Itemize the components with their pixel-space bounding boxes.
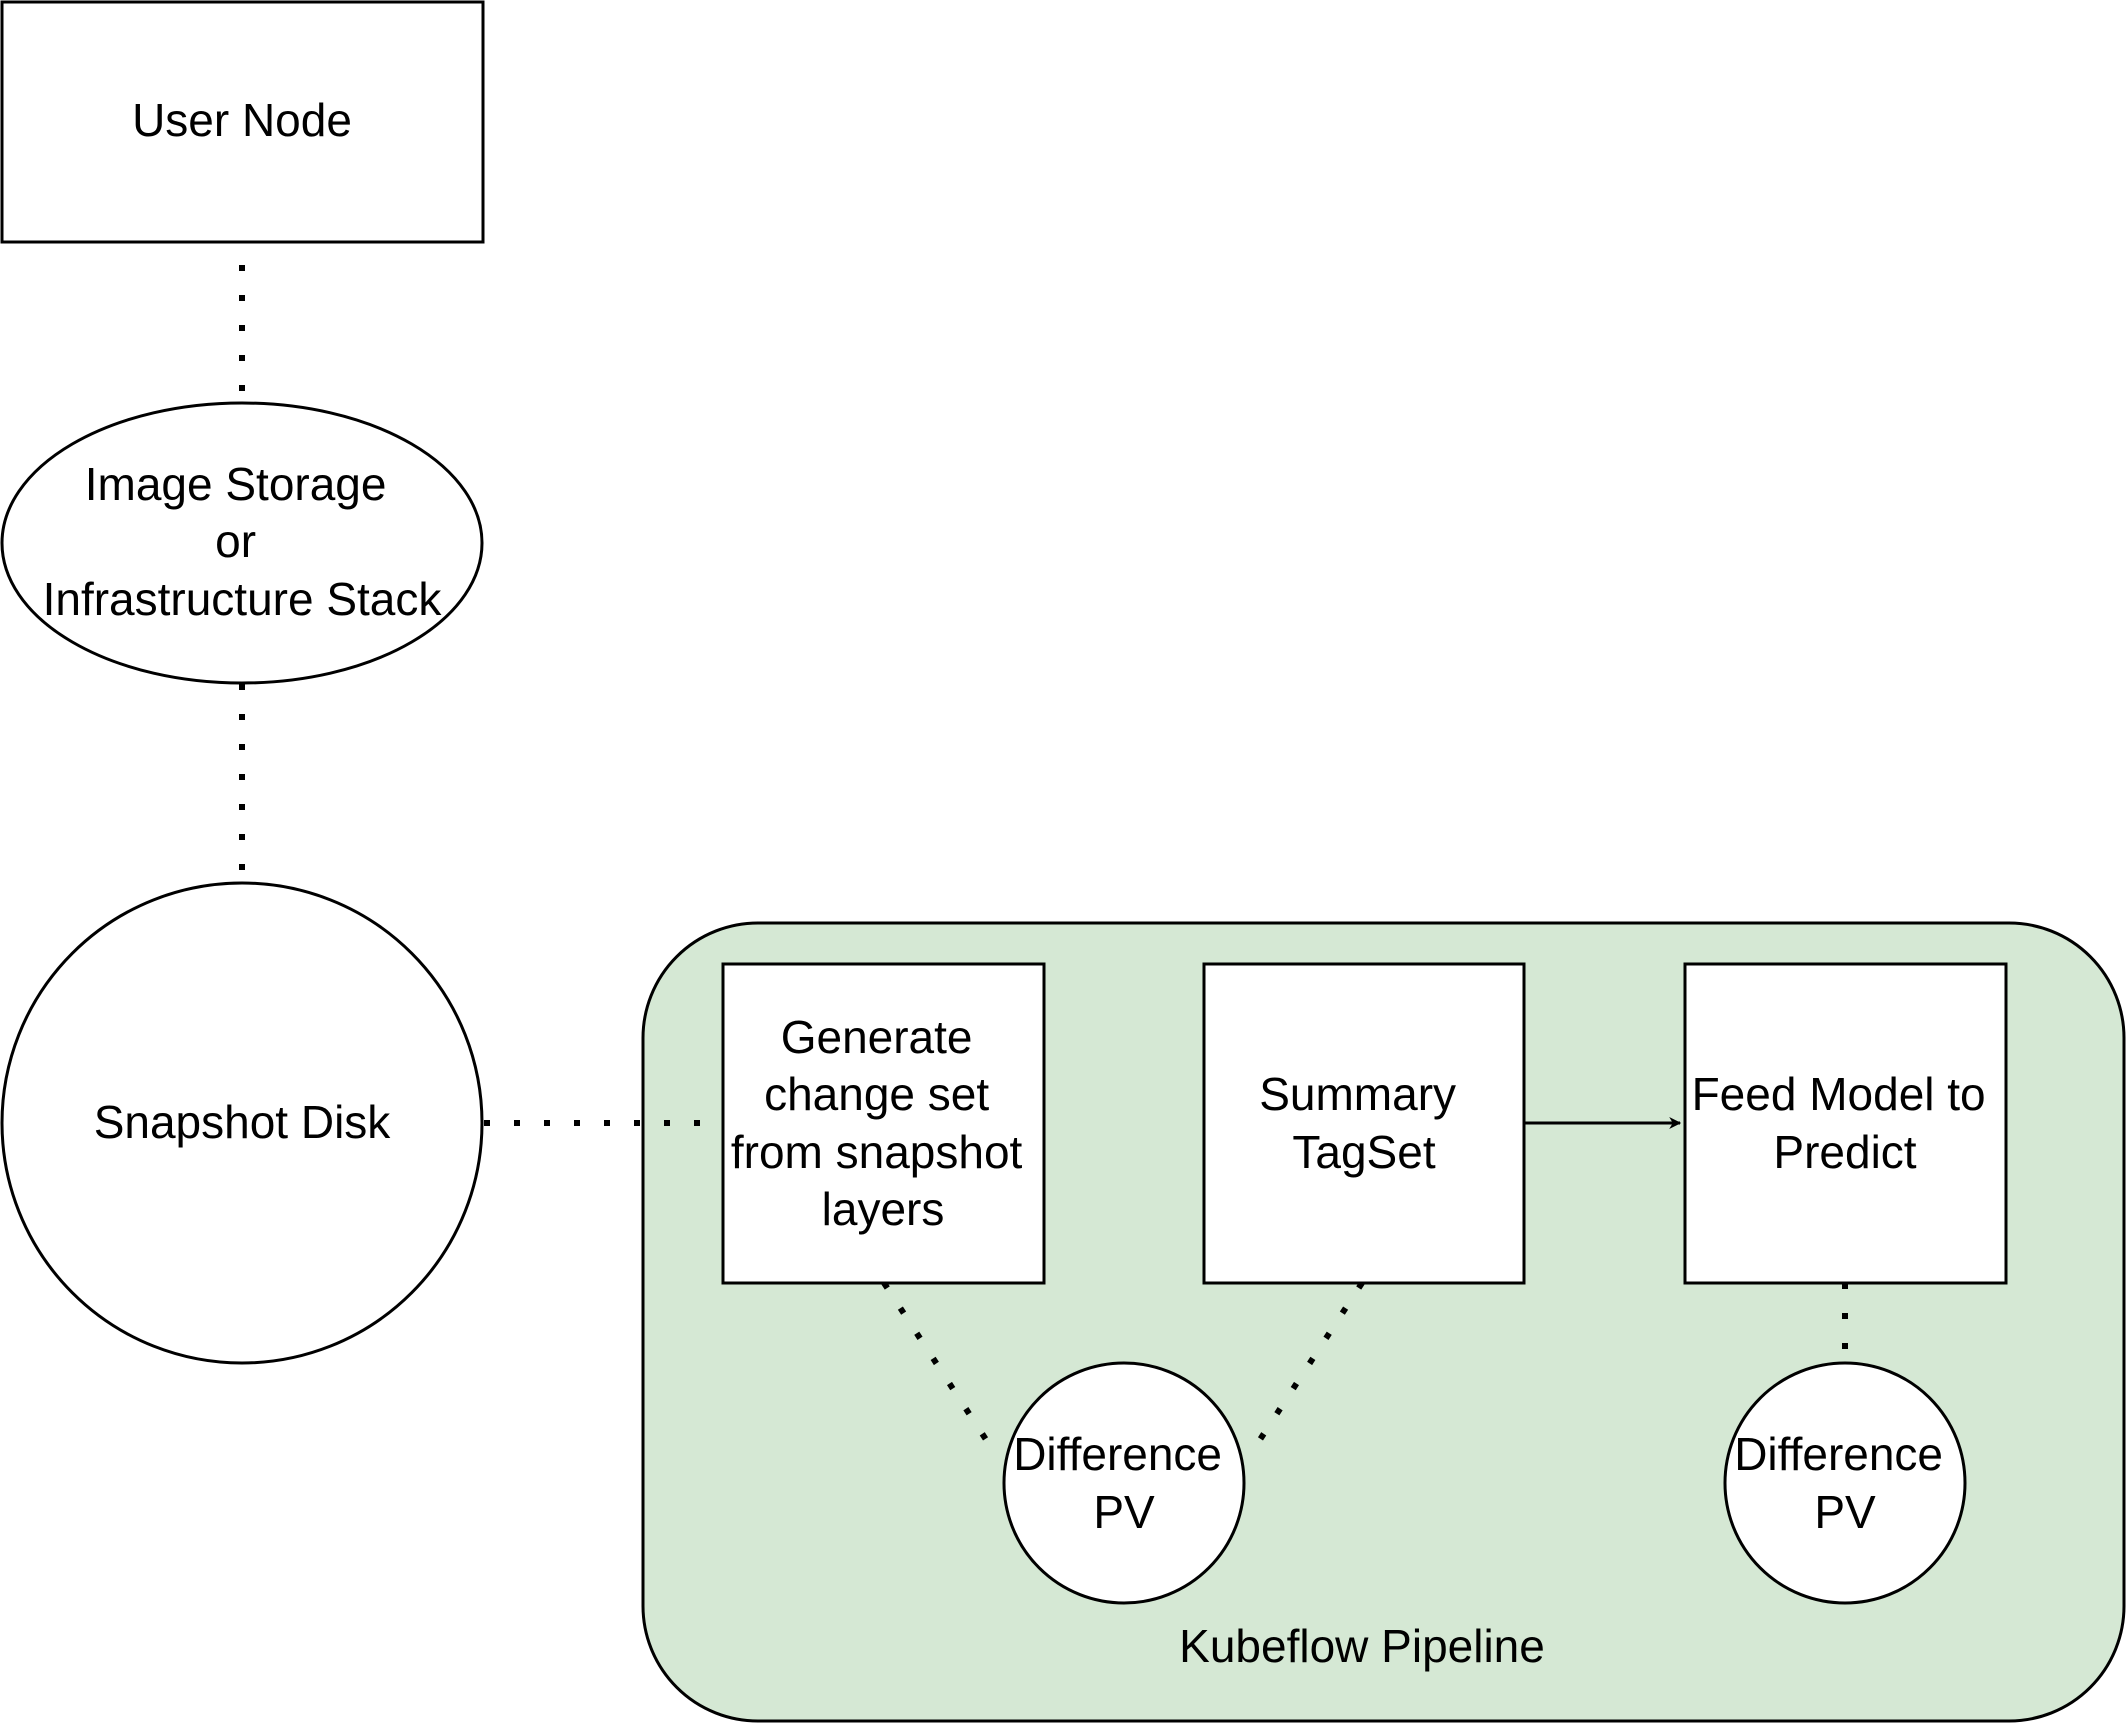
summary-tagset-line-2: TagSet xyxy=(1292,1126,1435,1178)
generate-change-set-line-3: from snapshot xyxy=(731,1126,1023,1178)
generate-change-set-box[interactable] xyxy=(721,962,1046,1285)
summary-tagset-label: Summary TagSet xyxy=(1259,1068,1469,1178)
user-node-box[interactable] xyxy=(0,0,485,244)
difference-pv-2-line-2: PV xyxy=(1814,1486,1876,1538)
difference-pv-2-line-1: Difference xyxy=(1734,1428,1943,1480)
difference-pv-1-label: Difference PV xyxy=(1013,1428,1235,1538)
user-node-label: User Node xyxy=(132,94,352,146)
summary-tagset-box[interactable] xyxy=(1202,962,1526,1285)
generate-change-set-line-4: layers xyxy=(822,1183,945,1235)
image-storage-ellipse[interactable] xyxy=(0,401,484,685)
kubeflow-pipeline-label: Kubeflow Pipeline xyxy=(1179,1620,1545,1672)
image-storage-label-line-1: Image Storage xyxy=(85,458,387,510)
difference-pv-2-label: Difference PV xyxy=(1734,1428,1956,1538)
difference-pv-1-circle[interactable] xyxy=(1002,1361,1246,1605)
generate-change-set-line-1: Generate xyxy=(781,1011,973,1063)
summary-tagset-line-1: Summary xyxy=(1259,1068,1456,1120)
difference-pv-2-circle[interactable] xyxy=(1723,1361,1967,1605)
generate-change-set-label: Generate change set from snapshot layers xyxy=(731,1011,1035,1235)
snapshot-disk-circle[interactable] xyxy=(0,881,484,1365)
difference-pv-1-line-2: PV xyxy=(1093,1486,1155,1538)
feed-model-line-1: Feed Model to xyxy=(1692,1068,1986,1120)
image-storage-label: Image Storage or Infrastructure Stack xyxy=(43,458,443,625)
feed-model-label: Feed Model to Predict xyxy=(1692,1068,1999,1178)
edge-generate-to-difference-pv-1 xyxy=(881,1281,1001,1460)
feed-model-line-2: Predict xyxy=(1773,1126,1916,1178)
snapshot-disk-label: Snapshot Disk xyxy=(94,1096,392,1148)
image-storage-label-line-3: Infrastructure Stack xyxy=(43,573,443,625)
image-storage-label-line-2: or xyxy=(215,515,256,567)
generate-change-set-line-2: change set xyxy=(764,1068,989,1120)
difference-pv-1-line-1: Difference xyxy=(1013,1428,1222,1480)
edge-summary-to-difference-pv-1 xyxy=(1245,1281,1365,1460)
feed-model-box[interactable] xyxy=(1683,962,2008,1285)
